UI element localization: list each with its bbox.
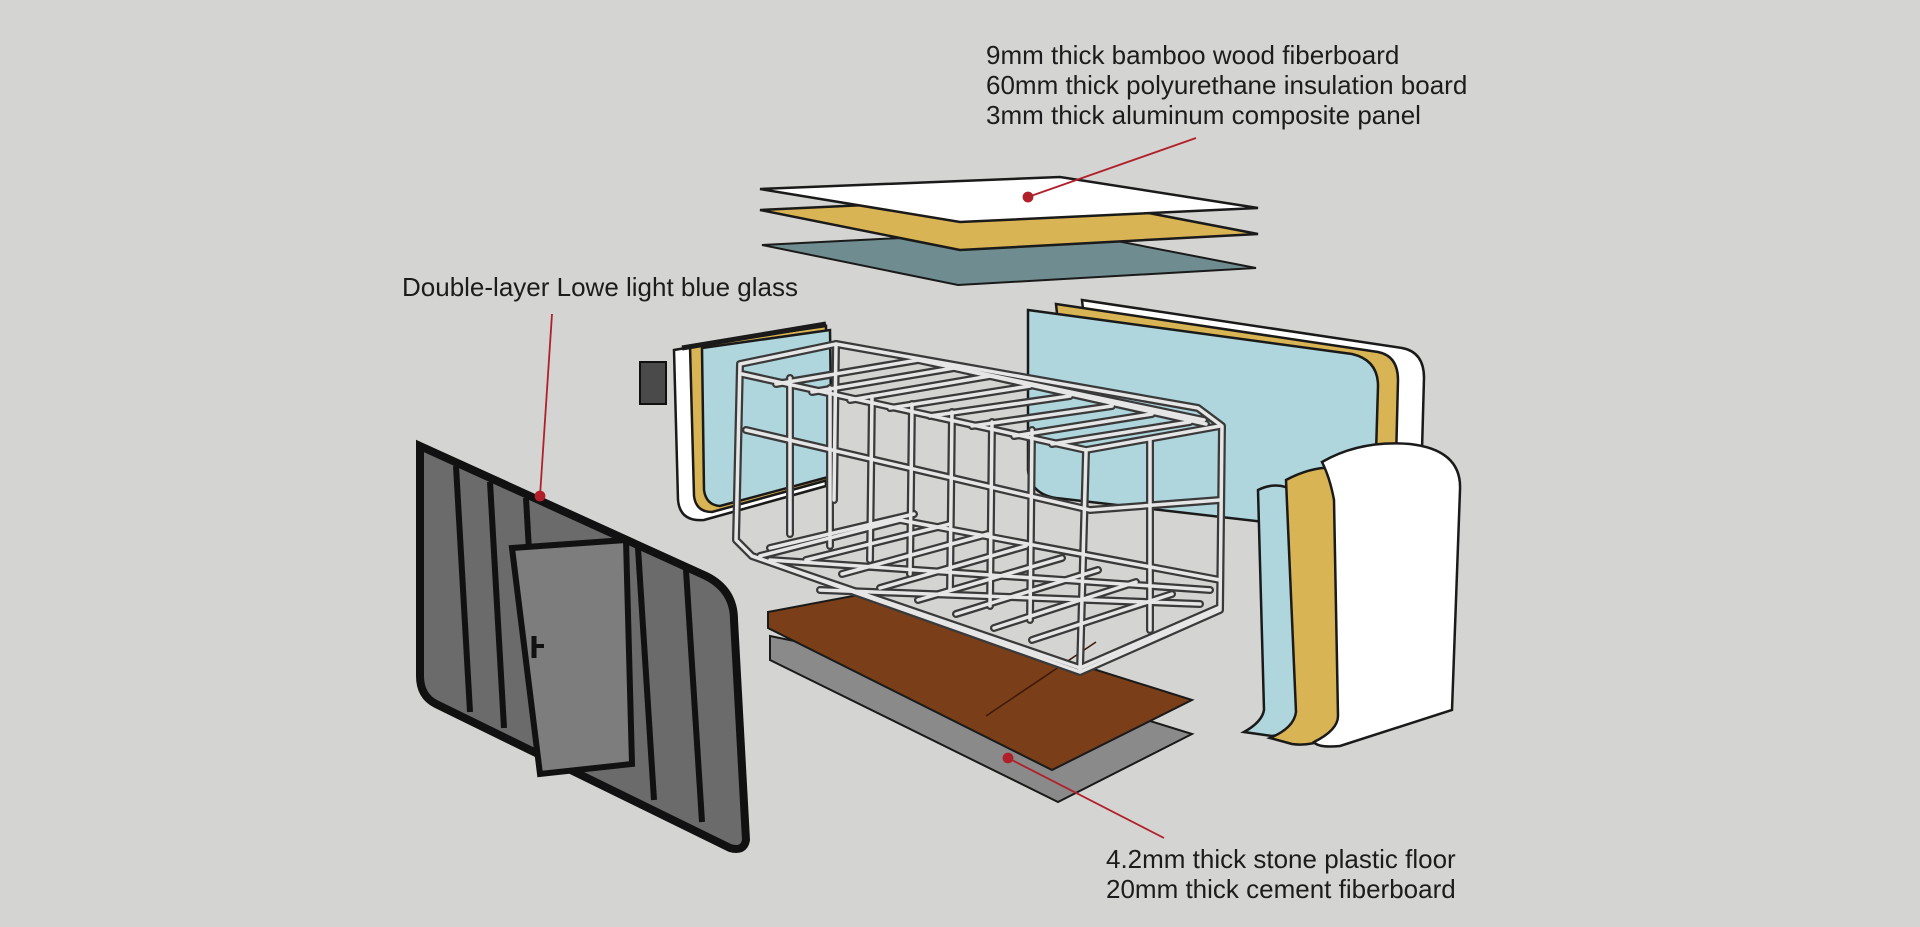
left-wall-bracket xyxy=(639,361,667,405)
stone-plastic-floor xyxy=(767,593,1195,772)
floor-layers-label: 4.2mm thick stone plastic floor 20mm thi… xyxy=(1106,844,1456,904)
roof-bamboo-fiberboard xyxy=(759,175,1259,224)
front-glass-wall xyxy=(416,439,751,853)
floor-label-line-1: 4.2mm thick stone plastic floor xyxy=(1106,844,1456,874)
glass-leader-line xyxy=(539,313,553,497)
glass-label-line: Double-layer Lowe light blue glass xyxy=(402,272,799,302)
floor-layers xyxy=(767,593,1195,804)
right-wall-fiberboard-layer xyxy=(1312,442,1462,748)
roof-leader-line xyxy=(1027,137,1197,198)
floor-label-line-2: 20mm thick cement fiberboard xyxy=(1106,874,1456,904)
right-end-wall-layers xyxy=(1240,442,1462,748)
roof-label-line-3: 3mm thick aluminum composite panel xyxy=(986,100,1421,130)
glass-door xyxy=(508,536,636,778)
roof-layers-label: 9mm thick bamboo wood fiberboard 60mm th… xyxy=(986,40,1467,130)
floor-leader-dot xyxy=(1002,752,1014,764)
leader-lines xyxy=(534,137,1197,839)
left-wall-top-rail xyxy=(681,321,827,351)
roof-label-line-1: 9mm thick bamboo wood fiberboard xyxy=(986,40,1400,70)
roof-layers xyxy=(759,175,1259,287)
roof-label-line-2: 60mm thick polyurethane insulation board xyxy=(986,70,1468,100)
floor-leader-line xyxy=(1007,757,1165,839)
steel-frame xyxy=(732,340,1226,676)
roof-leader-dot xyxy=(1022,191,1034,203)
glass-label: Double-layer Lowe light blue glass xyxy=(402,272,798,302)
glass-leader-dot xyxy=(534,490,546,502)
